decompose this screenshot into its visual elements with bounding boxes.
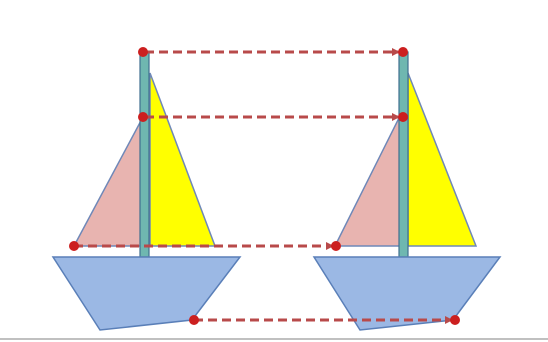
mast (398, 51, 409, 258)
point-dots (69, 47, 460, 325)
point-dot (398, 47, 408, 57)
point-dot (69, 241, 79, 251)
right-sail (149, 72, 217, 247)
point-dot (138, 47, 148, 57)
left-sail (72, 116, 144, 247)
mast (139, 51, 150, 258)
point-dot (331, 241, 341, 251)
original-boat (51, 51, 242, 331)
left-sail (333, 115, 401, 247)
right-sail (407, 72, 478, 247)
point-dot (398, 112, 408, 122)
translated-boat (312, 51, 502, 331)
translation-arrows (74, 48, 453, 324)
point-dot (138, 112, 148, 122)
point-dot (189, 315, 199, 325)
point-dot (450, 315, 460, 325)
